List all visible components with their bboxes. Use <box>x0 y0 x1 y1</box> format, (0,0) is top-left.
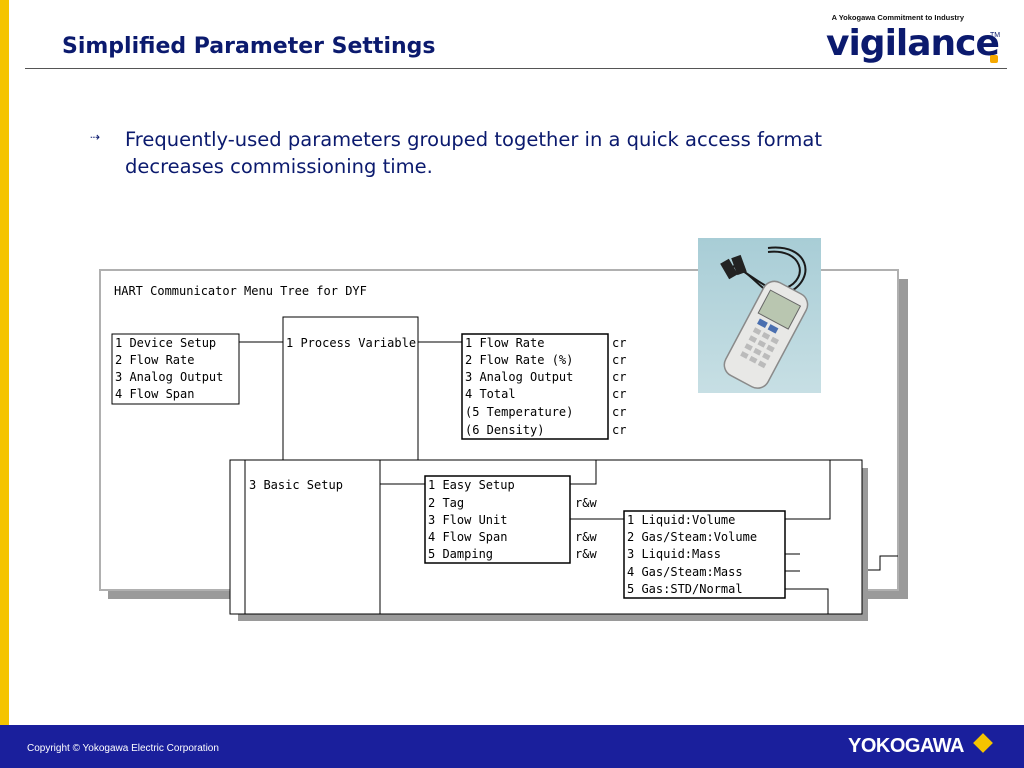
pv-access: cr <box>612 387 626 401</box>
logo-wordmark: vigilance <box>826 23 1000 64</box>
main-menu-box <box>111 333 240 405</box>
pv-item: 2 Flow Rate (%) <box>465 353 573 367</box>
unit-item: 3 Liquid:Mass <box>627 547 721 561</box>
connector-line <box>785 460 831 520</box>
title-divider <box>25 68 1007 69</box>
logo-dot-icon <box>990 55 998 63</box>
hart-communicator-photo <box>698 238 821 393</box>
connector-line <box>868 555 898 571</box>
basic-item: 5 Damping <box>428 547 493 561</box>
pv-access: cr <box>612 423 626 437</box>
pv-item: 4 Total <box>465 387 516 401</box>
footer-bar: Copyright © Yokogawa Electric Corporatio… <box>0 725 1024 768</box>
pv-access: cr <box>612 405 626 419</box>
basic-access: r&w <box>575 547 597 561</box>
unit-item: 2 Gas/Steam:Volume <box>627 530 757 544</box>
main-menu-item: 4 Flow Span <box>115 387 194 401</box>
left-accent-stripe <box>0 0 9 725</box>
copyright-text: Copyright © Yokogawa Electric Corporatio… <box>27 743 219 754</box>
basic-item: 2 Tag <box>428 496 464 510</box>
pv-items-box <box>461 333 609 440</box>
pv-access: cr <box>612 336 626 350</box>
unit-item: 1 Liquid:Volume <box>627 513 735 527</box>
connector-line <box>785 588 829 614</box>
unit-item: 4 Gas/Steam:Mass <box>627 565 743 579</box>
basic-access: r&w <box>575 496 597 510</box>
pv-item: (6 Density) <box>465 423 544 437</box>
main-menu-item: 2 Flow Rate <box>115 353 194 367</box>
basic-access: r&w <box>575 530 597 544</box>
pv-access: cr <box>612 353 626 367</box>
pv-access: cr <box>612 370 626 384</box>
unit-item: 5 Gas:STD/Normal <box>627 582 743 596</box>
diagram-caption: HART Communicator Menu Tree for DYF <box>114 284 367 298</box>
pv-item: 1 Flow Rate <box>465 336 544 350</box>
vigilance-logo: A Yokogawa Commitment to Industry vigila… <box>818 10 1008 66</box>
basic-item: 1 Easy Setup <box>428 478 515 492</box>
basic-item: 3 Flow Unit <box>428 513 507 527</box>
page-title: Simplified Parameter Settings <box>62 34 436 59</box>
basic-item: 4 Flow Span <box>428 530 507 544</box>
logo-tagline: A Yokogawa Commitment to Industry <box>831 13 964 22</box>
logo-trademark: TM <box>990 32 1001 39</box>
unit-items-box <box>623 510 786 599</box>
bullet-arrow-icon: ⇢ <box>90 130 101 144</box>
yokogawa-logo: YOKOGAWA <box>847 735 965 757</box>
menu-tree-diagram: HART Communicator Menu Tree for DYF 1 De… <box>99 269 908 621</box>
main-menu-item: 1 Device Setup <box>115 336 216 350</box>
connector-line <box>570 460 597 485</box>
pv-item: 3 Analog Output <box>465 370 573 384</box>
bullet-text: Frequently-used parameters grouped toget… <box>125 128 823 178</box>
process-variable-box <box>282 316 419 468</box>
basic-setup-label: 3 Basic Setup <box>249 478 343 492</box>
process-variable-label: 1 Process Variable <box>286 336 416 350</box>
main-menu-item: 3 Analog Output <box>115 370 223 384</box>
pv-item: (5 Temperature) <box>465 405 573 419</box>
